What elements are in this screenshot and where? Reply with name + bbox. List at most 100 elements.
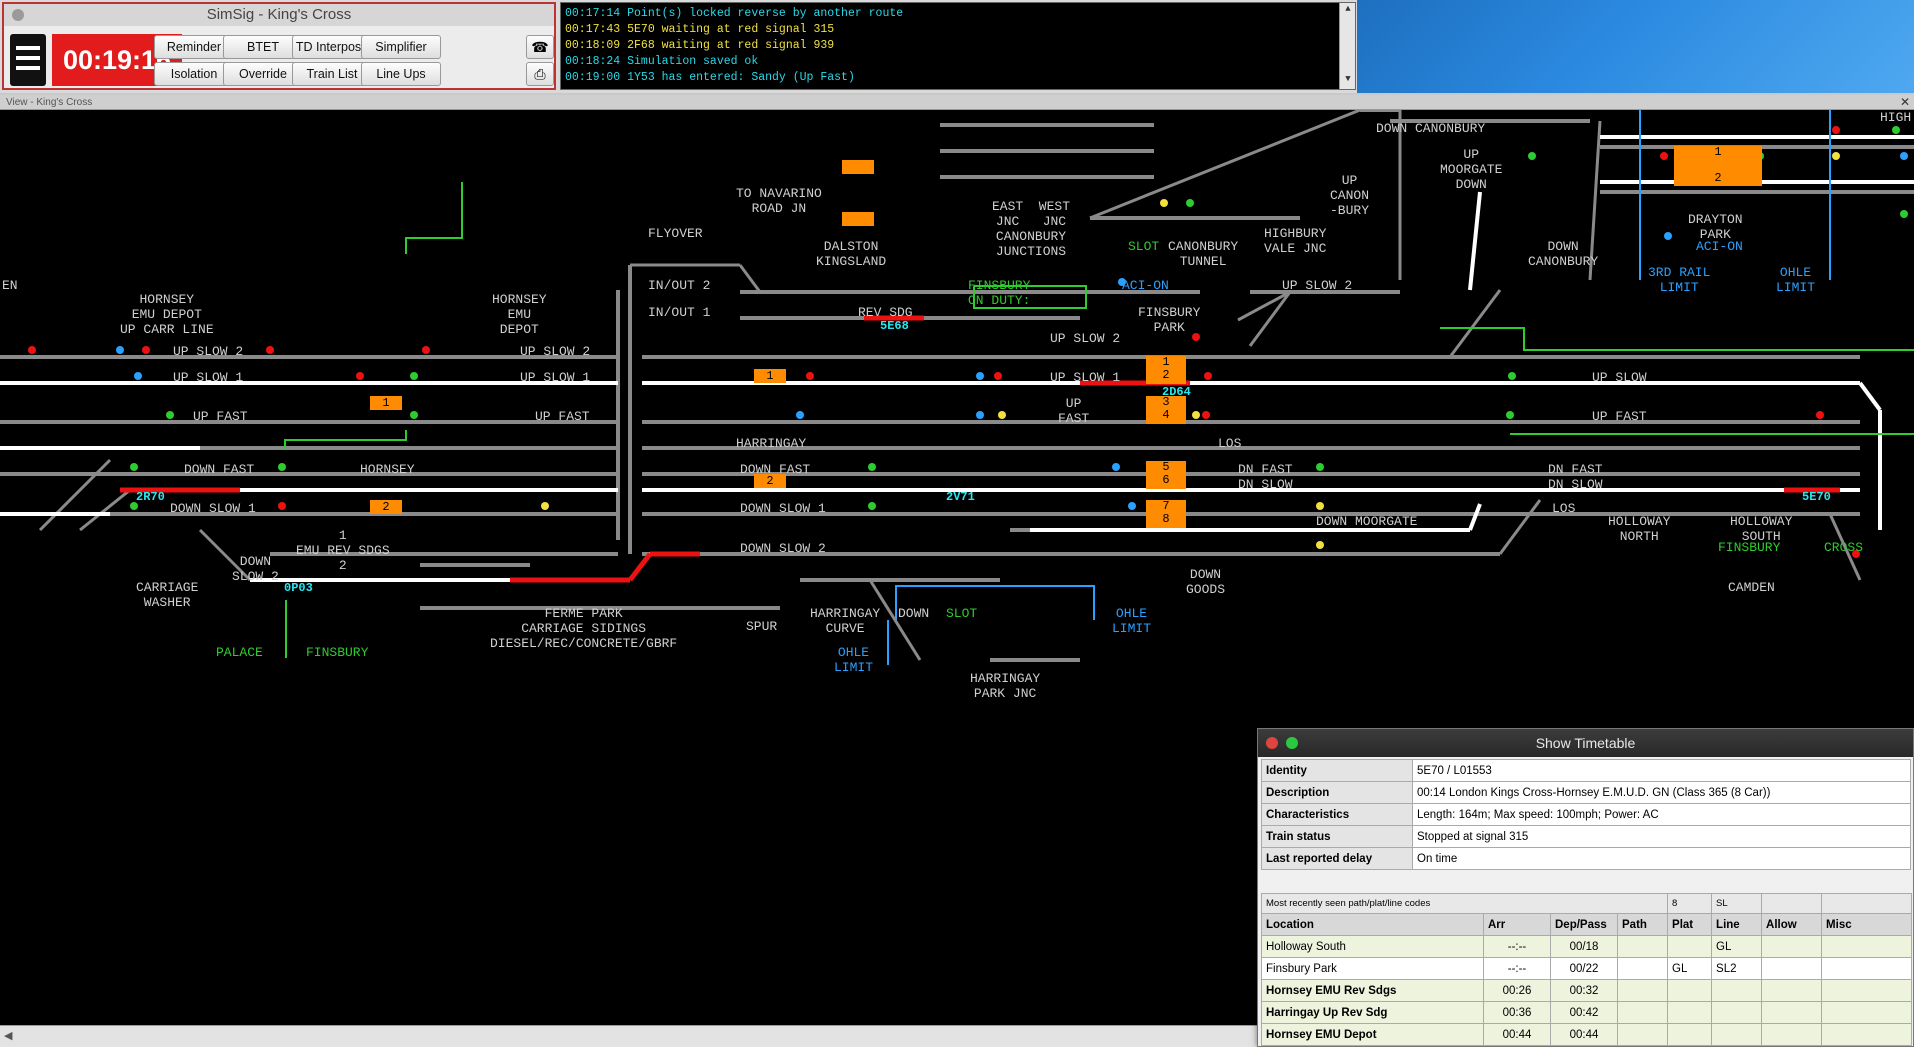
message-scrollbar[interactable]: ▲ ▼: [1339, 3, 1355, 89]
column-header[interactable]: Misc: [1821, 913, 1913, 936]
signal-head[interactable]: [142, 346, 150, 354]
view-close-icon[interactable]: ✕: [1899, 95, 1910, 109]
signal-head[interactable]: [1192, 333, 1200, 341]
train-berth[interactable]: [842, 212, 874, 226]
maximize-icon[interactable]: [1286, 737, 1298, 749]
signal-head[interactable]: [278, 463, 286, 471]
signal-head[interactable]: [541, 502, 549, 510]
signal-head[interactable]: [1192, 411, 1200, 419]
signal-head[interactable]: [1892, 126, 1900, 134]
signal-head[interactable]: [868, 463, 876, 471]
train-berth[interactable]: 1 2: [1674, 146, 1762, 186]
signal-head[interactable]: [1316, 463, 1324, 471]
signal-head[interactable]: [28, 346, 36, 354]
signal-head[interactable]: [166, 411, 174, 419]
signal-head[interactable]: [1160, 199, 1168, 207]
signal-head[interactable]: [1816, 411, 1824, 419]
train-headcode[interactable]: 2V71: [946, 490, 975, 504]
signal-head[interactable]: [1112, 463, 1120, 471]
signal-head[interactable]: [1204, 372, 1212, 380]
train-berth[interactable]: 1 2: [1146, 356, 1186, 384]
signal-head[interactable]: [998, 411, 1006, 419]
btet-button[interactable]: BTET: [223, 35, 303, 59]
signal-head[interactable]: [1900, 152, 1908, 160]
signal-head[interactable]: [1316, 541, 1324, 549]
message-log[interactable]: 00:17:14 Point(s) locked reverse by anot…: [560, 2, 1356, 90]
signal-head[interactable]: [976, 411, 984, 419]
td-interpose-button[interactable]: TD Interpose: [292, 35, 372, 59]
train-headcode[interactable]: 2D64: [1162, 385, 1191, 399]
signal-head[interactable]: [1664, 232, 1672, 240]
telephone-icon[interactable]: ☎: [526, 35, 554, 59]
signal-head[interactable]: [1528, 152, 1536, 160]
signal-head[interactable]: [796, 411, 804, 419]
signal-head[interactable]: [976, 372, 984, 380]
column-header[interactable]: Location: [1261, 913, 1484, 936]
hamburger-menu-icon[interactable]: [10, 34, 46, 86]
column-header[interactable]: Line: [1711, 913, 1763, 936]
signal-head[interactable]: [266, 346, 274, 354]
close-icon[interactable]: [1266, 737, 1278, 749]
signal-head[interactable]: [1128, 502, 1136, 510]
line-ups-button[interactable]: Line Ups: [361, 62, 441, 86]
train-berth[interactable]: [842, 160, 874, 174]
column-header[interactable]: Allow: [1761, 913, 1823, 936]
control-title-bar[interactable]: SimSig - King's Cross: [4, 4, 554, 26]
column-header[interactable]: Dep/Pass: [1550, 913, 1618, 936]
train-headcode[interactable]: 5E70: [1802, 490, 1831, 504]
signal-head[interactable]: [1506, 411, 1514, 419]
train-berth[interactable]: 2: [370, 500, 402, 514]
signal-head[interactable]: [806, 372, 814, 380]
train-berth[interactable]: 3 4: [1146, 396, 1186, 424]
signal-head[interactable]: [1832, 126, 1840, 134]
signal-head[interactable]: [278, 502, 286, 510]
signal-head[interactable]: [1186, 199, 1194, 207]
signal-head[interactable]: [868, 502, 876, 510]
column-header[interactable]: Path: [1616, 913, 1669, 936]
train-headcode[interactable]: 0P03: [284, 581, 313, 595]
timetable-title-bar[interactable]: Show Timetable: [1258, 729, 1913, 757]
signal-head[interactable]: [1900, 210, 1908, 218]
scroll-left-icon[interactable]: ◀: [4, 1030, 13, 1042]
signal-head[interactable]: [1316, 502, 1324, 510]
train-berth[interactable]: 7 8: [1146, 500, 1186, 528]
signal-head[interactable]: [1508, 372, 1516, 380]
isolation-button[interactable]: Isolation: [154, 62, 234, 86]
signal-head[interactable]: [994, 372, 1002, 380]
signal-head[interactable]: [130, 463, 138, 471]
train-headcode[interactable]: 5E68: [880, 319, 909, 333]
override-button[interactable]: Override: [223, 62, 303, 86]
signal-head[interactable]: [410, 372, 418, 380]
signal-head[interactable]: [1202, 411, 1210, 419]
train-list-button[interactable]: Train List: [292, 62, 372, 86]
signal-head[interactable]: [1118, 278, 1126, 286]
train-headcode[interactable]: 2R70: [136, 490, 165, 504]
train-berth[interactable]: 1: [370, 396, 402, 410]
column-header[interactable]: Arr: [1483, 913, 1551, 936]
train-berth[interactable]: 5 6: [1146, 461, 1186, 489]
column-header[interactable]: Plat: [1667, 913, 1713, 936]
signal-head[interactable]: [410, 411, 418, 419]
window-close-dot[interactable]: [12, 9, 24, 21]
signal-head[interactable]: [356, 372, 364, 380]
signal-head[interactable]: [130, 502, 138, 510]
signal-head[interactable]: [1832, 152, 1840, 160]
train-berth[interactable]: 2: [754, 474, 786, 488]
simplifier-button[interactable]: Simplifier: [361, 35, 441, 59]
signal-head[interactable]: [116, 346, 124, 354]
signal-head[interactable]: [134, 372, 142, 380]
signal-head[interactable]: [422, 346, 430, 354]
signal-head[interactable]: [1660, 152, 1668, 160]
reminder-button[interactable]: Reminder: [154, 35, 234, 59]
scroll-down-icon[interactable]: ▼: [1345, 74, 1351, 84]
signal-head[interactable]: [1852, 550, 1860, 558]
train-berth[interactable]: 1: [754, 369, 786, 383]
printer-icon[interactable]: ⎙: [526, 62, 554, 86]
scroll-up-icon[interactable]: ▲: [1345, 4, 1351, 14]
